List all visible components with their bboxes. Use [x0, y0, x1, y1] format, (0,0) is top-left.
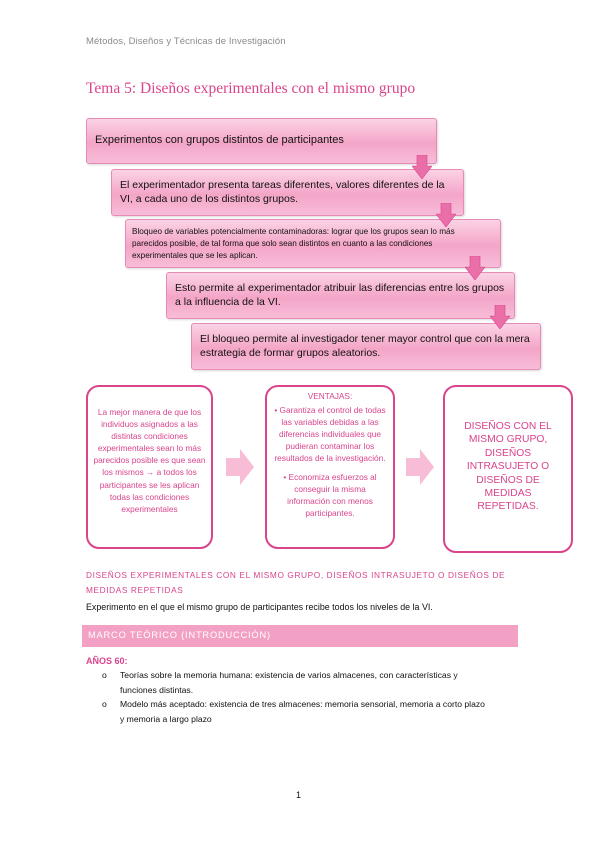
ventajas-item: • Economiza esfuerzos al conseguir la mi…	[283, 471, 377, 518]
flow-step-4: Esto permite al experimentador atribuir …	[166, 272, 515, 319]
bullet-marker: o	[102, 670, 107, 680]
bullet-text-line: funciones distintas.	[120, 685, 194, 695]
section-band: MARCO TEÓRICO (INTRODUCCIÓN)	[82, 625, 518, 647]
flow-step-3: Bloqueo de variables potencialmente cont…	[125, 219, 501, 268]
flow-step-5: El bloqueo permite al investigador tener…	[191, 323, 541, 370]
page-title: Tema 5: Diseños experimentales con el mi…	[86, 80, 416, 97]
bullet-text-line: Modelo más aceptado: existencia de tres …	[120, 699, 485, 709]
card-disenos: DISEÑOS CON EL MISMO GRUPO, DISEÑOS INTR…	[443, 385, 573, 553]
bullet-marker: o	[102, 699, 107, 709]
ventajas-list: • Garantiza el control de todas las vari…	[273, 404, 387, 519]
down-arrow-icon	[412, 155, 432, 179]
flow-step-3-text: Bloqueo de variables potencialmente cont…	[132, 227, 455, 260]
years-label: AÑOS 60:	[86, 656, 128, 666]
ventajas-item: • Garantiza el control de todas las vari…	[274, 405, 386, 464]
card-mejor-manera-text: La mejor manera de que los individuos as…	[93, 407, 206, 514]
right-arrow-icon	[406, 449, 434, 485]
card-disenos-text: DISEÑOS CON EL MISMO GRUPO, DISEÑOS INTR…	[464, 421, 552, 513]
flow-step-5-text: El bloqueo permite al investigador tener…	[200, 333, 530, 359]
flow-step-1-text: Experimentos con grupos distintos de par…	[95, 134, 344, 146]
card-ventajas: VENTAJAS: • Garantiza el control de toda…	[265, 385, 395, 549]
document-header: Métodos, Diseños y Técnicas de Investiga…	[86, 36, 286, 47]
flow-step-1: Experimentos con grupos distintos de par…	[86, 118, 437, 164]
bullet-text-line: Teorías sobre la memoria humana: existen…	[120, 670, 458, 680]
bullet-text-line: y memoria a largo plazo	[120, 714, 212, 724]
flow-step-4-text: Esto permite al experimentador atribuir …	[175, 282, 505, 308]
down-arrow-icon	[490, 305, 510, 329]
card-mejor-manera: La mejor manera de que los individuos as…	[86, 385, 213, 549]
right-arrow-icon	[226, 449, 254, 485]
page-number: 1	[296, 790, 302, 800]
section-band-title: MARCO TEÓRICO (INTRODUCCIÓN)	[88, 630, 271, 640]
flow-step-2: El experimentador presenta tareas difere…	[111, 169, 464, 216]
down-arrow-icon	[436, 203, 456, 227]
flow-step-2-text: El experimentador presenta tareas difere…	[120, 179, 445, 205]
ventajas-title: VENTAJAS:	[307, 391, 353, 401]
down-arrow-icon	[465, 256, 485, 280]
definition-text: Experimento en el que el mismo grupo de …	[86, 602, 433, 612]
section-heading: DISEÑOS EXPERIMENTALES CON EL MISMO GRUP…	[86, 570, 506, 595]
